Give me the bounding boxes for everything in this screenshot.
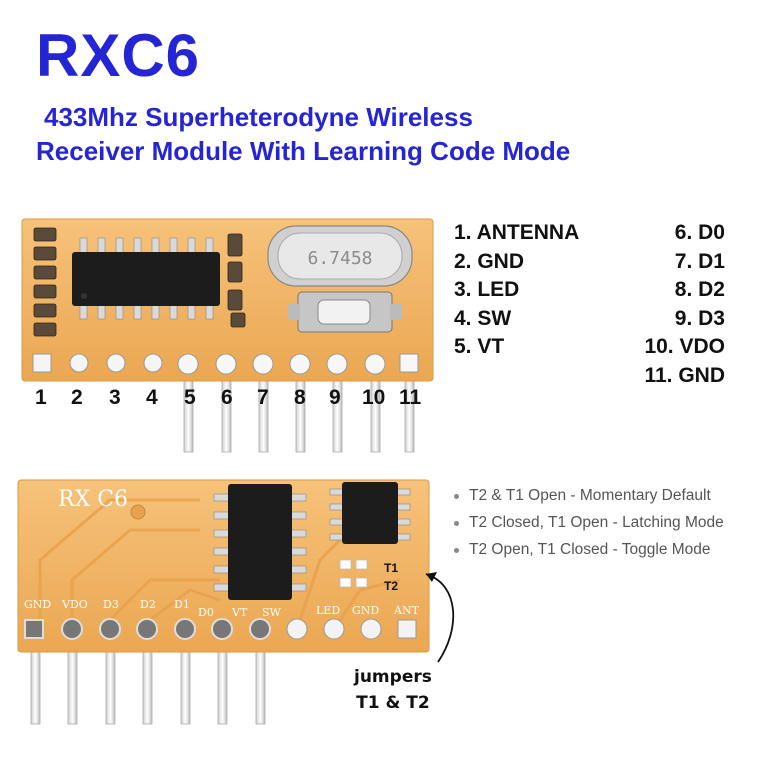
pin-number-4: 4 — [146, 386, 158, 409]
jumper-mode-list: T2 & T1 Open - Momentary Default T2 Clos… — [452, 482, 724, 563]
mode-toggle: T2 Open, T1 Closed - Toggle Mode — [452, 536, 724, 563]
top-board-ic — [72, 237, 220, 320]
pin-number-11: 11 — [399, 386, 422, 409]
product-title: RXC6 — [36, 22, 201, 89]
pin-number-5: 5 — [184, 386, 196, 409]
pin-number-6: 6 — [221, 386, 233, 409]
silk-vdo: VDO — [61, 598, 88, 611]
pin-number-9: 9 — [329, 386, 341, 409]
silk-vt: VT — [231, 606, 248, 619]
pin-number-7: 7 — [257, 386, 269, 409]
mode-momentary: T2 & T1 Open - Momentary Default — [452, 482, 724, 509]
silk-led: LED — [316, 604, 340, 617]
pin-label-sw: 4. SW — [454, 306, 512, 330]
jumper-label-t2: T2 — [384, 579, 398, 593]
pin-label-gnd-2: 11. GND — [644, 363, 725, 387]
silk-d0: D0 — [198, 606, 214, 619]
bottom-board: RX C6 — [17, 479, 430, 725]
pin-label-d2: 8. D2 — [674, 278, 725, 301]
top-board-crystal: 6.7458 — [267, 225, 413, 287]
subtitle-line-2: Receiver Module With Learning Code Mode — [36, 136, 571, 166]
bottom-board-header-pins — [30, 649, 266, 725]
top-board-learn-button — [288, 291, 402, 333]
pin-label-d0: 6. D0 — [674, 221, 725, 244]
bottom-board-ic-small — [329, 482, 411, 544]
pin-number-8: 8 — [294, 386, 306, 409]
bottom-board-ic-large — [213, 484, 307, 600]
silk-gnd-2: GND — [352, 604, 379, 617]
crystal-marking: 6.7458 — [307, 248, 372, 269]
jumper-note-line-1: jumpers — [354, 667, 432, 687]
bottom-board-pin-silkscreen: GND VDO D3 D2 D1 D0 VT SW LED GND ANT — [24, 598, 420, 619]
pin-label-d1: 7. D1 — [674, 249, 725, 273]
pin-label-vdo: 10. VDO — [644, 335, 725, 358]
silk-ant: ANT — [393, 604, 420, 617]
pin-label-vt: 5. VT — [454, 335, 505, 358]
pin-label-gnd: 2. GND — [454, 249, 525, 273]
bottom-board-pads — [24, 618, 417, 640]
silk-d1: D1 — [174, 598, 190, 611]
pin-function-list-right: 6. D0 7. D1 8. D2 9. D3 10. VDO 11. GND — [633, 219, 725, 390]
pin-number-3: 3 — [109, 386, 121, 409]
jumper-pads — [339, 559, 368, 588]
top-board-smd-parts — [33, 227, 246, 337]
pin-label-d3: 9. D3 — [674, 306, 725, 330]
top-board: 6.7458 — [21, 218, 434, 453]
pin-number-10: 10 — [362, 386, 386, 409]
jumper-note: jumpers T1 & T2 — [354, 664, 432, 716]
bottom-board-traces — [38, 498, 401, 622]
product-subtitle: 433Mhz Superheterodyne Wireless Receiver… — [36, 100, 570, 168]
top-board-pads — [32, 353, 419, 375]
board-model-silkscreen: RX C6 — [58, 487, 128, 512]
pin-number-2: 2 — [71, 386, 83, 409]
pin-number-1: 1 — [35, 386, 47, 409]
jumper-label-t1: T1 — [384, 561, 398, 575]
pin-label-antenna: 1. ANTENNA — [454, 221, 580, 244]
subtitle-line-1: 433Mhz Superheterodyne Wireless — [44, 102, 473, 132]
silk-gnd: GND — [24, 598, 51, 611]
silk-d3: D3 — [103, 598, 119, 611]
silk-sw: SW — [262, 606, 282, 619]
silk-d2: D2 — [140, 598, 156, 611]
jumper-arrow — [425, 572, 455, 663]
mode-latching: T2 Closed, T1 Open - Latching Mode — [452, 509, 724, 536]
jumper-note-line-2: T1 & T2 — [356, 693, 430, 713]
pin-function-list-left: 1. ANTENNA 2. GND 3. LED 4. SW 5. VT — [454, 219, 579, 362]
pin-label-led: 3. LED — [454, 278, 520, 301]
